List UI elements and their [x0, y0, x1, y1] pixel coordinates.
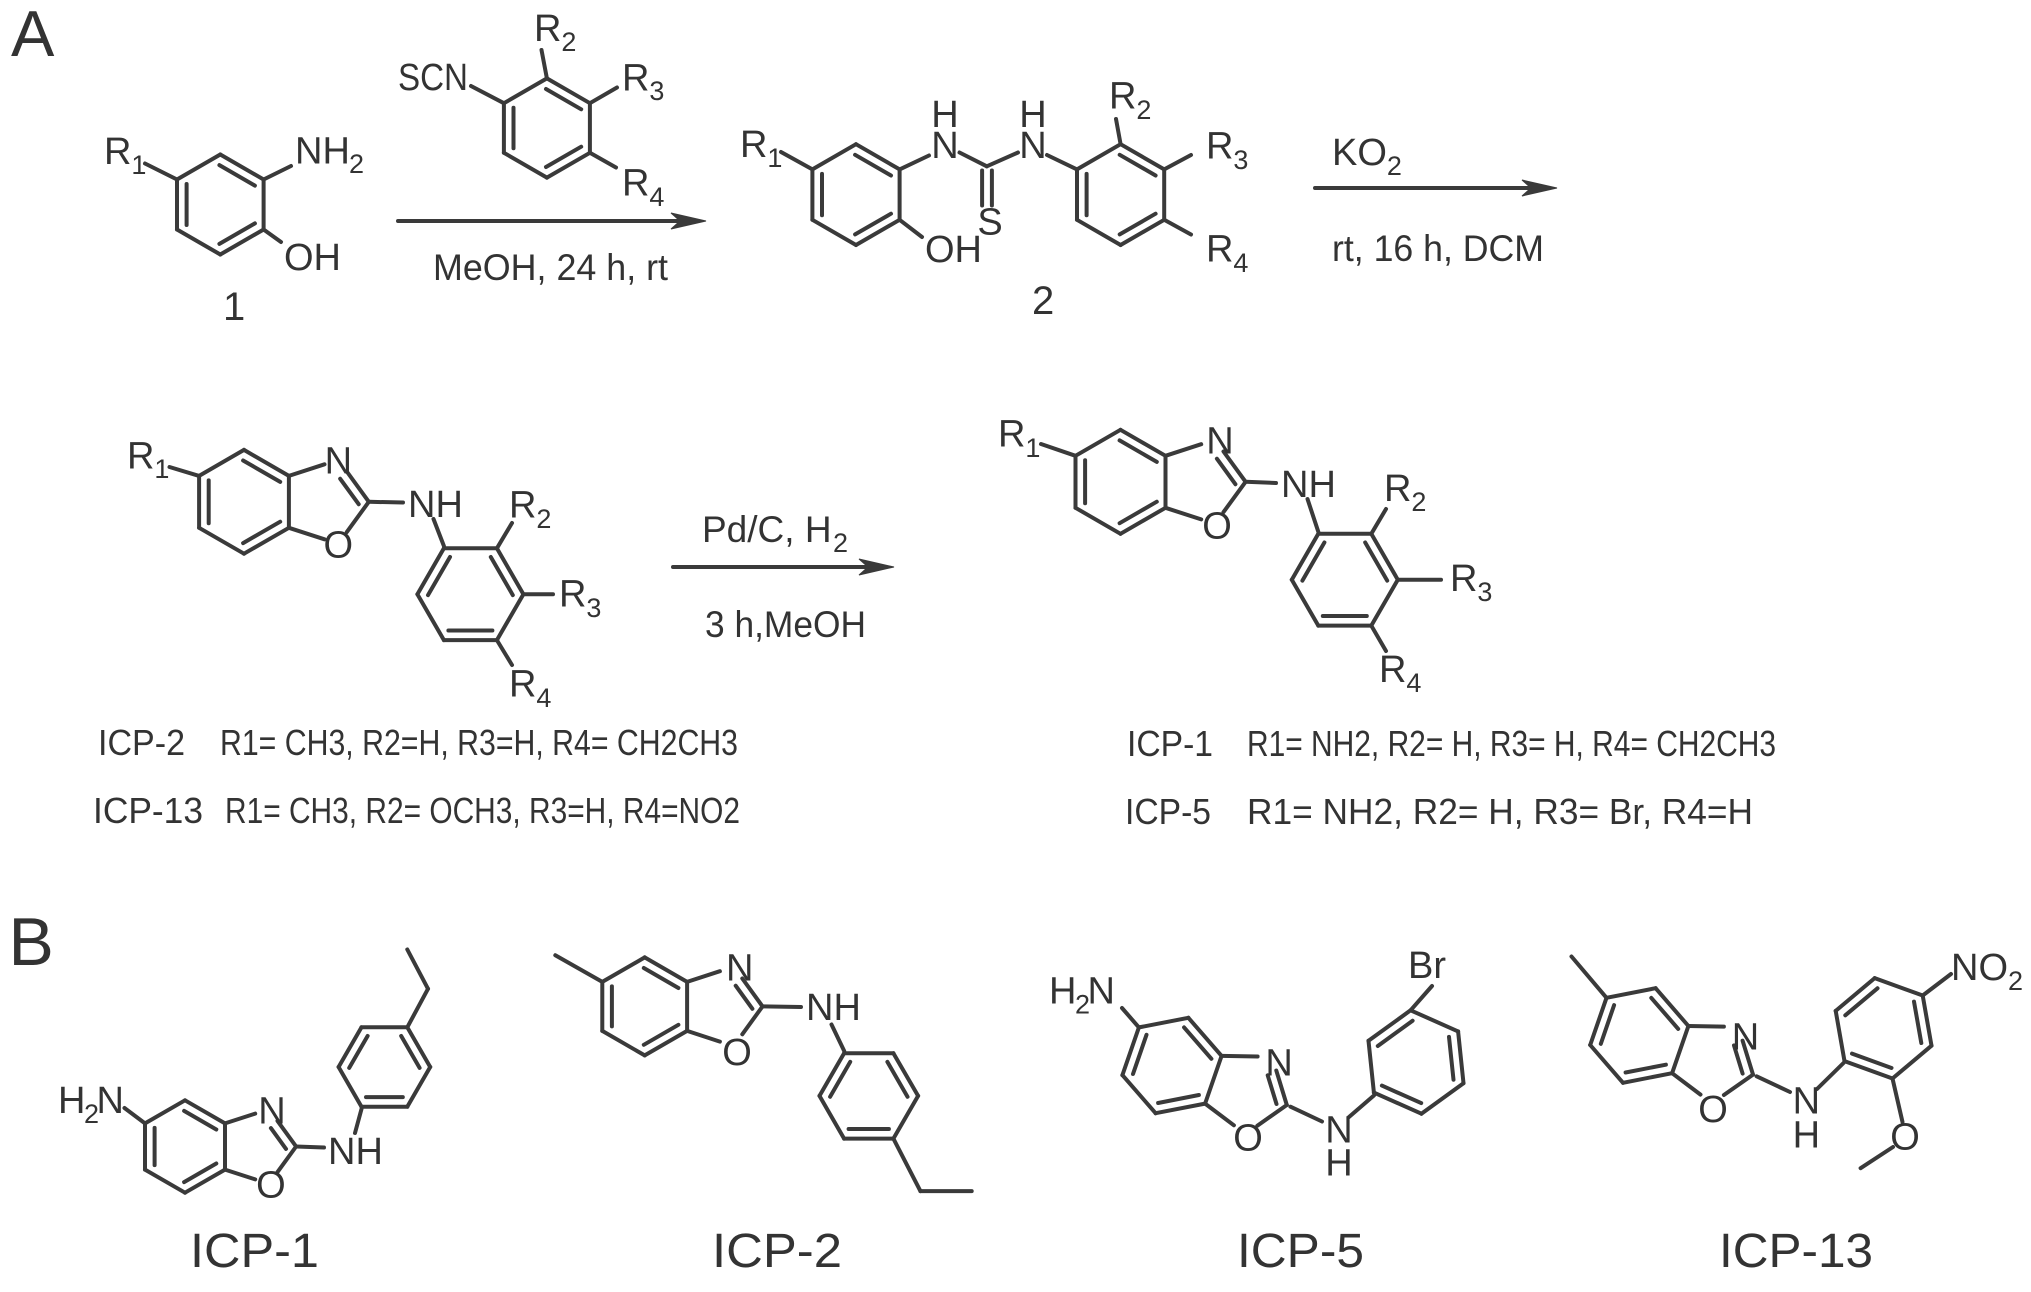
svg-text:SCN: SCN — [398, 57, 468, 99]
svg-text:B: B — [9, 904, 54, 980]
svg-text:NH: NH — [295, 130, 350, 172]
svg-text:R1= CH3, R2= OCH3, R3=H, R4=NO: R1= CH3, R2= OCH3, R3=H, R4=NO2 — [225, 790, 740, 831]
svg-text:ICP-5: ICP-5 — [1237, 1225, 1364, 1278]
svg-text:R: R — [740, 124, 767, 166]
svg-text:N: N — [325, 440, 352, 482]
svg-text:2: 2 — [536, 504, 551, 534]
svg-text:N: N — [1088, 971, 1115, 1013]
svg-text:O: O — [256, 1165, 286, 1207]
svg-text:R: R — [127, 435, 154, 477]
svg-text:R: R — [1450, 558, 1477, 600]
svg-text:Pd/C, H: Pd/C, H — [702, 509, 832, 550]
svg-text:H: H — [1325, 1143, 1352, 1185]
svg-text:NH: NH — [1281, 464, 1336, 506]
svg-text:O: O — [324, 524, 354, 566]
svg-text:NH: NH — [408, 484, 463, 526]
svg-text:NH: NH — [328, 1131, 383, 1173]
svg-text:rt, 16 h, DCM: rt, 16 h, DCM — [1332, 228, 1544, 269]
svg-text:R: R — [509, 663, 536, 705]
svg-text:R: R — [1384, 468, 1411, 510]
svg-text:R: R — [559, 573, 586, 615]
svg-text:N: N — [1019, 125, 1046, 167]
svg-text:R: R — [1206, 126, 1233, 168]
svg-text:1: 1 — [767, 143, 782, 173]
svg-text:N: N — [258, 1091, 285, 1133]
svg-text:2: 2 — [1075, 990, 1090, 1020]
svg-text:3: 3 — [586, 593, 601, 623]
svg-text:2: 2 — [833, 528, 848, 558]
svg-text:N: N — [1325, 1110, 1352, 1152]
svg-text:H: H — [1793, 1115, 1820, 1157]
svg-text:N: N — [1793, 1081, 1820, 1123]
svg-text:2: 2 — [561, 27, 576, 57]
svg-text:2: 2 — [349, 149, 364, 179]
svg-text:R: R — [1379, 649, 1406, 691]
svg-text:H: H — [931, 94, 958, 136]
svg-text:N: N — [931, 125, 958, 167]
svg-text:ICP-2: ICP-2 — [712, 1225, 842, 1278]
svg-text:R: R — [1206, 228, 1233, 270]
svg-text:KO: KO — [1332, 132, 1387, 174]
svg-text:S: S — [977, 202, 1002, 244]
svg-text:R: R — [509, 485, 536, 527]
svg-text:1: 1 — [131, 150, 146, 180]
svg-text:ICP-5: ICP-5 — [1125, 791, 1211, 832]
svg-text:ICP-13: ICP-13 — [93, 790, 203, 831]
svg-text:1: 1 — [1025, 433, 1040, 463]
svg-text:R: R — [534, 8, 561, 50]
svg-text:ICP-1: ICP-1 — [190, 1225, 319, 1278]
svg-text:MeOH, 24 h, rt: MeOH, 24 h, rt — [433, 247, 669, 288]
svg-text:N: N — [1265, 1042, 1292, 1084]
svg-text:ICP-2: ICP-2 — [98, 722, 185, 763]
svg-text:4: 4 — [1406, 668, 1421, 698]
svg-text:H: H — [58, 1080, 85, 1122]
svg-text:N: N — [1732, 1016, 1759, 1058]
svg-text:NH: NH — [806, 987, 861, 1029]
svg-text:2: 2 — [84, 1099, 99, 1129]
svg-text:1: 1 — [154, 454, 169, 484]
svg-text:2: 2 — [2008, 966, 2023, 996]
svg-text:4: 4 — [649, 182, 664, 212]
svg-text:H: H — [1019, 94, 1046, 136]
svg-text:R: R — [998, 414, 1025, 456]
svg-text:Br: Br — [1408, 945, 1446, 987]
svg-text:4: 4 — [536, 683, 551, 713]
svg-text:ICP-1: ICP-1 — [1127, 723, 1213, 764]
svg-text:O: O — [1698, 1089, 1728, 1131]
svg-text:O: O — [722, 1032, 752, 1074]
svg-text:O: O — [1233, 1118, 1263, 1160]
svg-text:OH: OH — [284, 237, 341, 279]
svg-text:3: 3 — [1233, 145, 1248, 175]
svg-text:2: 2 — [1411, 487, 1426, 517]
svg-text:H: H — [1049, 971, 1076, 1013]
svg-text:4: 4 — [1233, 248, 1248, 278]
svg-text:N: N — [97, 1080, 124, 1122]
svg-text:A: A — [11, 0, 55, 70]
svg-text:R: R — [104, 131, 131, 173]
svg-text:R1= NH2, R2= H, R3= H, R4= CH2: R1= NH2, R2= H, R3= H, R4= CH2CH3 — [1247, 723, 1776, 764]
svg-text:ICP-13: ICP-13 — [1719, 1225, 1873, 1278]
svg-text:R1= NH2, R2= H, R3= Br, R4=H: R1= NH2, R2= H, R3= Br, R4=H — [1247, 791, 1753, 832]
svg-text:R: R — [1109, 76, 1136, 118]
svg-text:2: 2 — [1032, 279, 1054, 323]
svg-text:N: N — [726, 947, 753, 989]
svg-text:2: 2 — [1387, 151, 1402, 181]
svg-text:OH: OH — [925, 229, 982, 271]
svg-text:2: 2 — [1136, 95, 1151, 125]
svg-text:3: 3 — [649, 76, 664, 106]
svg-text:R: R — [622, 163, 649, 205]
svg-text:NO: NO — [1951, 947, 2008, 989]
svg-text:R1= CH3, R2=H, R3=H, R4= CH2C: R1= CH3, R2=H, R3=H, R4= CH2CH3 — [220, 722, 738, 763]
svg-text:3 h,MeOH: 3 h,MeOH — [705, 604, 866, 645]
svg-text:N: N — [1206, 420, 1233, 462]
svg-text:1: 1 — [223, 285, 245, 329]
svg-text:O: O — [1890, 1117, 1920, 1159]
svg-text:R: R — [622, 57, 649, 99]
svg-text:3: 3 — [1477, 577, 1492, 607]
svg-text:O: O — [1202, 506, 1232, 548]
